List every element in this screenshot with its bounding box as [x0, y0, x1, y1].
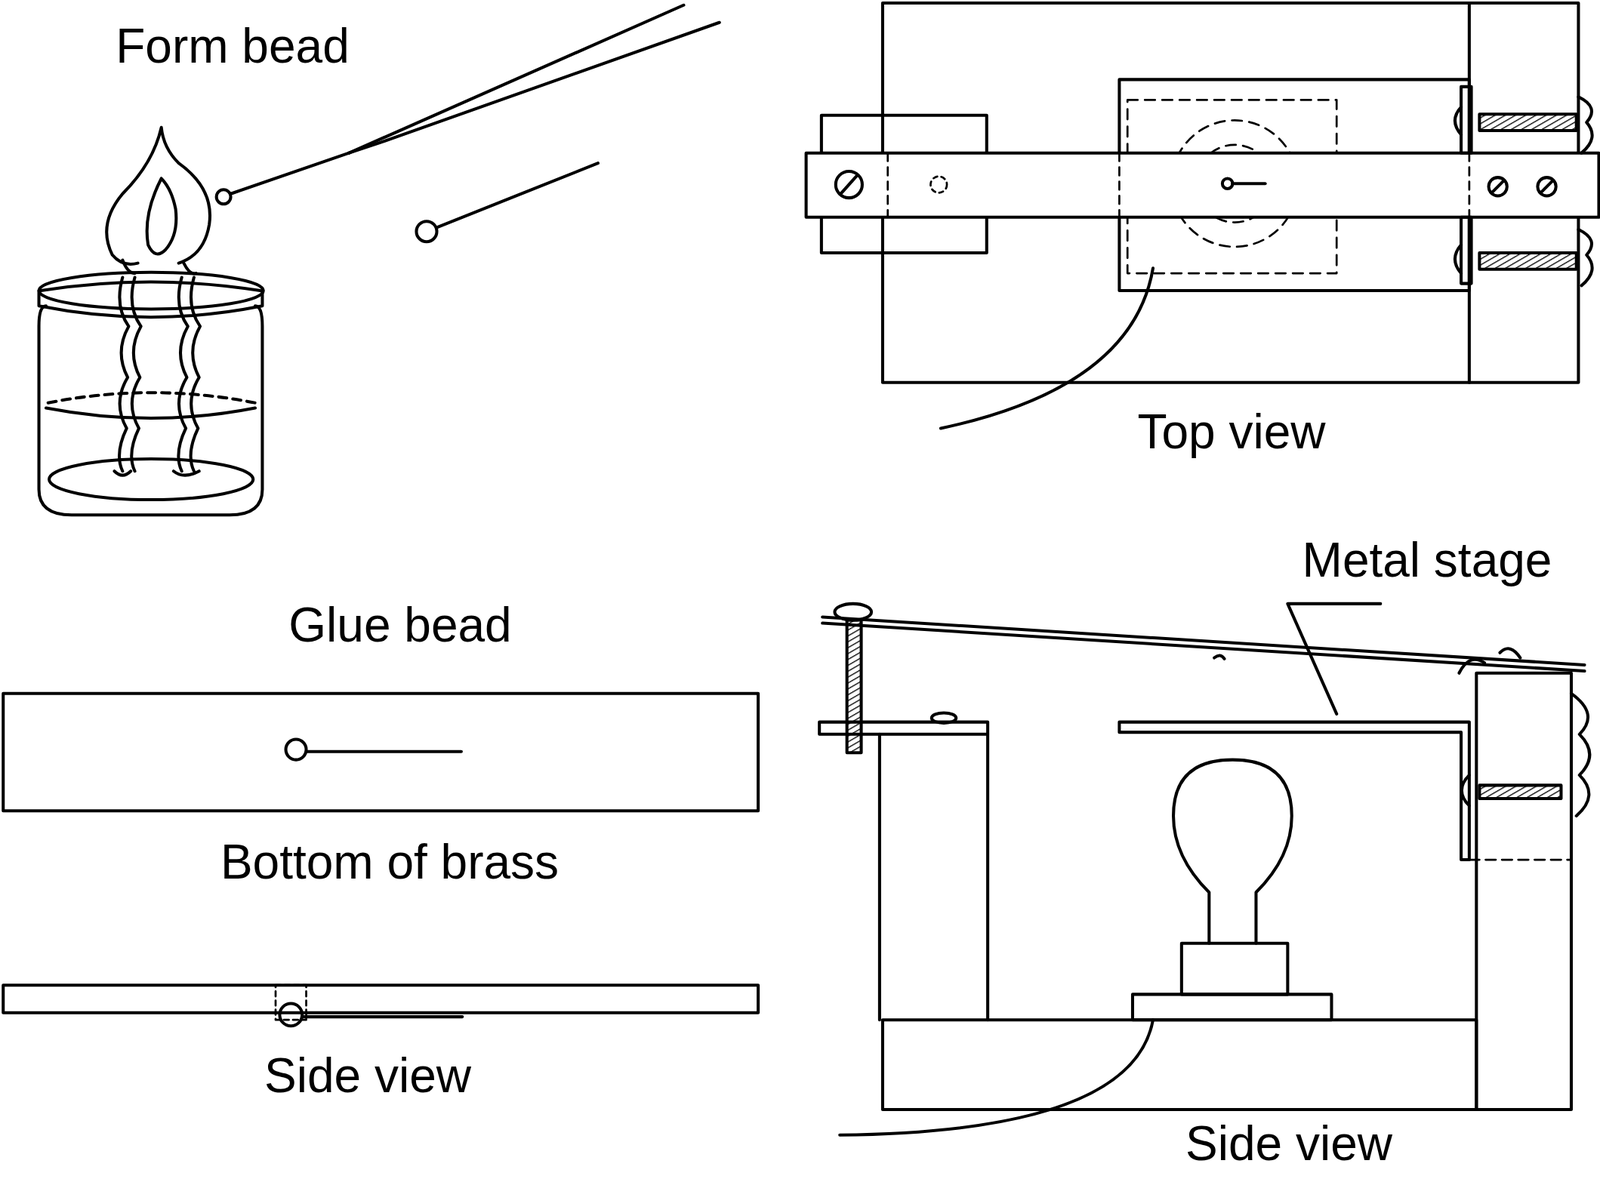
part-label: Metal stage — [1302, 533, 1553, 587]
step-label: Glue bead — [288, 598, 512, 652]
view-label: Bottom of brass — [220, 835, 559, 889]
step-label: Form bead — [115, 19, 349, 73]
brass-bar — [3, 693, 759, 1027]
microscope-side-view — [819, 604, 1590, 1136]
alcohol-lamp — [39, 127, 264, 515]
view-label: Side view — [264, 1049, 472, 1103]
microscope-top-view — [806, 3, 1600, 429]
leader-line — [1287, 604, 1381, 715]
view-label: Top view — [1137, 405, 1326, 459]
view-label: Side view — [1185, 1117, 1393, 1171]
